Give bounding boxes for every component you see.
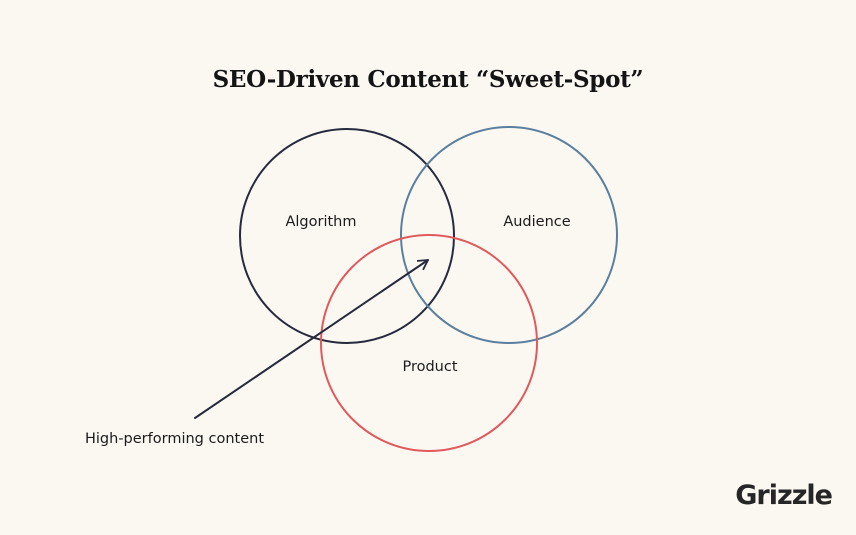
algorithm-label: Algorithm (285, 214, 356, 230)
product-label: Product (402, 359, 457, 375)
page-title: SEO-Driven Content “Sweet-Spot” (212, 66, 644, 93)
algorithm-circle (239, 128, 455, 344)
arrow-label: High-performing content (85, 431, 264, 447)
product-circle (320, 234, 538, 452)
brand-logo: Grizzle (735, 480, 833, 511)
audience-circle (400, 126, 618, 344)
audience-label: Audience (503, 214, 570, 230)
pointer-arrow (194, 259, 429, 419)
